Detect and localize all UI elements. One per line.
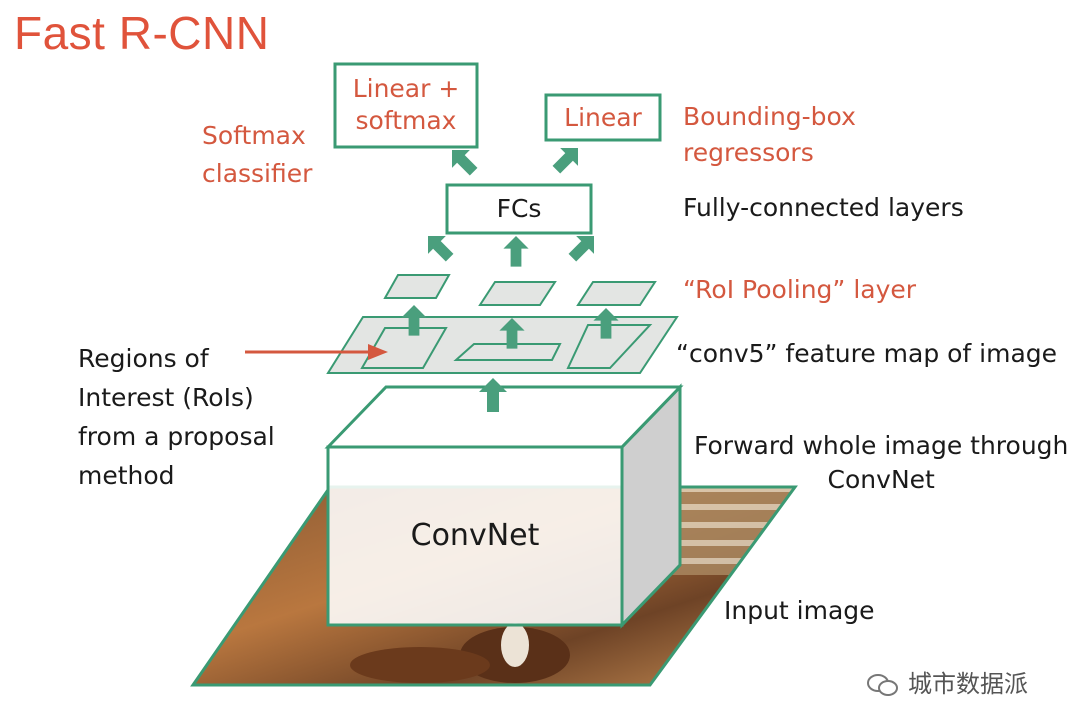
arrow-roi2-to-fcs [503, 236, 529, 267]
forward-label: Forward whole image through ConvNet [694, 431, 1069, 494]
arrow-fcs-to-linear [552, 148, 578, 174]
convnet-block [324, 383, 684, 629]
roi-box-3 [566, 324, 653, 369]
convnet-label: ConvNet [410, 518, 540, 553]
roi-pooling-outputs [383, 274, 657, 306]
input-image-label: Input image [724, 596, 875, 625]
fcs-box [445, 183, 593, 235]
fcs-label: FCs [496, 194, 542, 223]
linear-softmax-label: Linear + softmax [352, 74, 460, 135]
arrow-roi2-up [499, 318, 525, 349]
conv5-feature-map [326, 316, 679, 374]
roi-box-2 [453, 343, 562, 361]
linear-label: Linear [564, 103, 642, 132]
conv5-label: “conv5” feature map of image [676, 339, 1058, 368]
wechat-icon [866, 673, 900, 697]
arrow-roi1-up [401, 305, 427, 336]
page-title: Fast R-CNN [14, 7, 270, 59]
arrow-roi1-to-fcs [428, 236, 454, 262]
linear-softmax-box [333, 62, 479, 149]
softmax-classifier-label: Softmax classifier [202, 121, 313, 188]
fully-connected-label: Fully-connected layers [683, 193, 964, 222]
green-arrows [401, 148, 619, 412]
bbox-regressors-label: Bounding-box regressors [683, 102, 856, 167]
linear-box [544, 93, 662, 142]
arrow-roi3-up [593, 308, 619, 339]
rois-label: Regions of Interest (RoIs) from a propos… [78, 344, 275, 490]
watermark: 城市数据派 [866, 664, 1028, 699]
arrow-fcs-to-softmax [452, 150, 478, 176]
roi-pooling-label: “RoI Pooling” layer [683, 275, 917, 304]
arrow-convnet-to-conv5 [479, 378, 507, 412]
arrow-roi3-to-fcs [568, 236, 594, 262]
watermark-text: 城市数据派 [908, 670, 1028, 698]
roi-pointer-arrow [245, 344, 388, 360]
